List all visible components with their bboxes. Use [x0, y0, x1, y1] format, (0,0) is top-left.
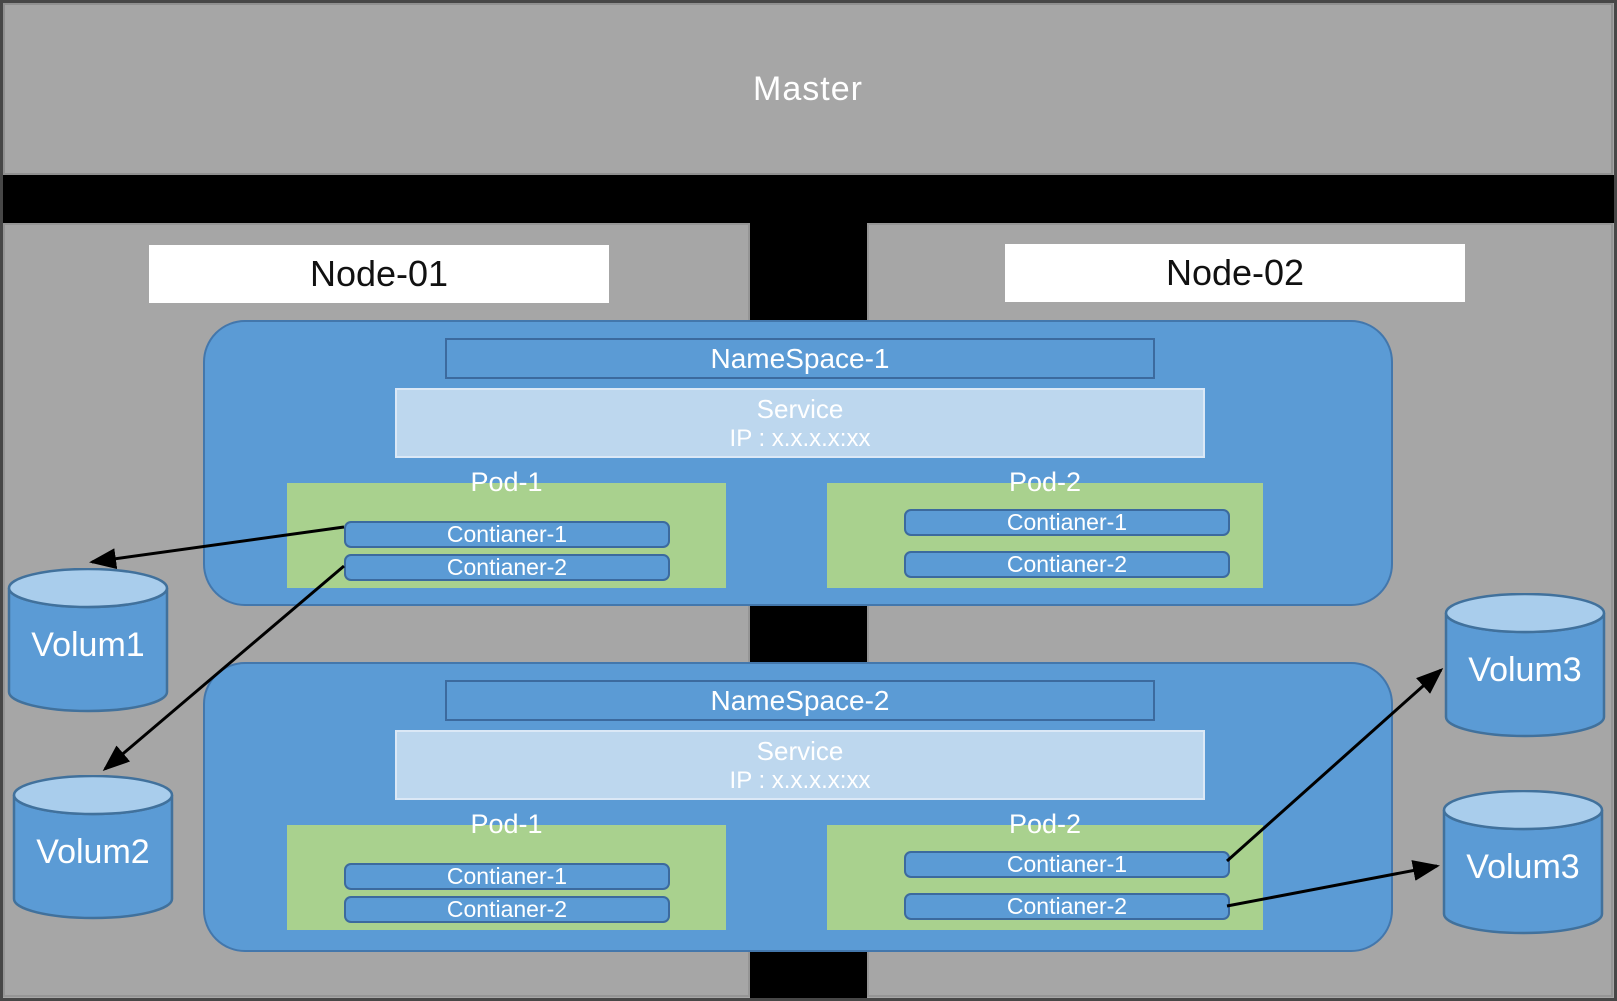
- container-box: Contianer-1: [344, 863, 670, 890]
- namespace-1-title-box: NameSpace-1: [445, 338, 1155, 379]
- container-label: Contianer-1: [446, 863, 568, 889]
- container-box: Contianer-1: [904, 851, 1230, 878]
- pod-label: Pod-1: [470, 467, 543, 497]
- container-label: Contianer-2: [446, 896, 568, 922]
- namespace-2-title: NameSpace-2: [710, 684, 890, 716]
- namespace-1-pod-2: Pod-2 Contianer-1 Contianer-2: [827, 467, 1263, 588]
- volume-2: Volum2: [12, 775, 174, 920]
- pod-label: Pod-2: [1008, 467, 1082, 497]
- container-label: Contianer-2: [1006, 551, 1128, 577]
- namespace-1-box: NameSpace-1 Service IP : x.x.x.x:xx Pod-…: [203, 320, 1393, 606]
- pod-label: Pod-1: [470, 809, 543, 839]
- volume-label: Volum2: [36, 833, 150, 871]
- cylinder-icon: [1442, 790, 1604, 935]
- volume-label: Volum3: [1466, 848, 1580, 886]
- volume-1: Volum1: [7, 568, 169, 713]
- namespace-2-title-box: NameSpace-2: [445, 680, 1155, 721]
- container-box: Contianer-2: [344, 554, 670, 581]
- namespace-1-pod-1: Pod-1 Contianer-1 Contianer-2: [287, 467, 726, 588]
- volume-3-lower: Volum3: [1442, 790, 1604, 935]
- node-02-label-box: Node-02: [1005, 244, 1465, 302]
- namespace-2-box: NameSpace-2 Service IP : x.x.x.x:xx Pod-…: [203, 662, 1393, 952]
- node-01-label: Node-01: [309, 253, 449, 294]
- container-label: Contianer-2: [1006, 893, 1128, 919]
- container-box: Contianer-2: [904, 893, 1230, 920]
- container-label: Contianer-1: [1006, 851, 1128, 877]
- service-ip: IP : x.x.x.x:xx: [729, 766, 871, 794]
- namespace-2-pod-2: Pod-2 Contianer-1 Contianer-2: [827, 809, 1263, 930]
- node-01-label-box: Node-01: [149, 245, 609, 303]
- container-box: Contianer-1: [344, 521, 670, 548]
- container-box: Contianer-2: [904, 551, 1230, 578]
- namespace-2-pod-1: Pod-1 Contianer-1 Contianer-2: [287, 809, 726, 930]
- master-label: Master: [753, 69, 863, 108]
- volume-label: Volum1: [31, 626, 145, 664]
- service-ip: IP : x.x.x.x:xx: [729, 424, 871, 452]
- volume-label: Volum3: [1468, 651, 1582, 689]
- namespace-2-service-box: Service IP : x.x.x.x:xx: [395, 730, 1205, 800]
- cylinder-icon: [1444, 593, 1606, 738]
- container-label: Contianer-1: [1006, 509, 1128, 535]
- container-label: Contianer-1: [446, 521, 568, 547]
- container-box: Contianer-2: [344, 896, 670, 923]
- service-name: Service: [756, 735, 844, 766]
- service-name: Service: [756, 393, 844, 424]
- node-02-label: Node-02: [1165, 252, 1305, 293]
- container-box: Contianer-1: [904, 509, 1230, 536]
- pod-label: Pod-2: [1008, 809, 1082, 839]
- volume-3-upper: Volum3: [1444, 593, 1606, 738]
- container-label: Contianer-2: [446, 554, 568, 580]
- master-box: Master: [3, 3, 1613, 175]
- cylinder-icon: [12, 775, 174, 920]
- namespace-1-title: NameSpace-1: [710, 342, 890, 374]
- namespace-1-service-box: Service IP : x.x.x.x:xx: [395, 388, 1205, 458]
